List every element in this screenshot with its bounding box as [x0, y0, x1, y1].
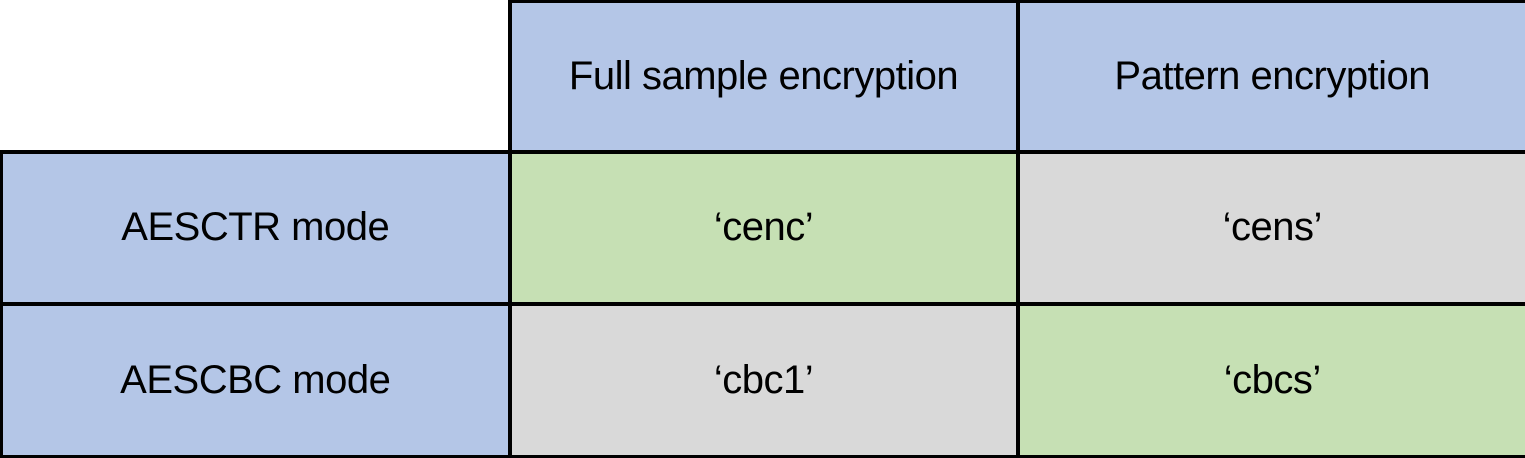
header-row: Full sample encryption Pattern encryptio… [2, 2, 1525, 152]
cell-cbcs: ‘cbcs’ [1018, 304, 1525, 457]
table-row: AESCTR mode ‘cenc’ ‘cens’ [2, 152, 1525, 304]
row-header-aescbc-mode: AESCBC mode [2, 304, 510, 457]
column-header-pattern-encryption: Pattern encryption [1018, 2, 1525, 152]
column-header-full-sample-encryption: Full sample encryption [510, 2, 1018, 152]
corner-blank-cell [2, 2, 510, 152]
cell-cenc: ‘cenc’ [510, 152, 1018, 304]
cell-cbc1: ‘cbc1’ [510, 304, 1018, 457]
row-header-aesctr-mode: AESCTR mode [2, 152, 510, 304]
cell-cens: ‘cens’ [1018, 152, 1525, 304]
table-row: AESCBC mode ‘cbc1’ ‘cbcs’ [2, 304, 1525, 457]
